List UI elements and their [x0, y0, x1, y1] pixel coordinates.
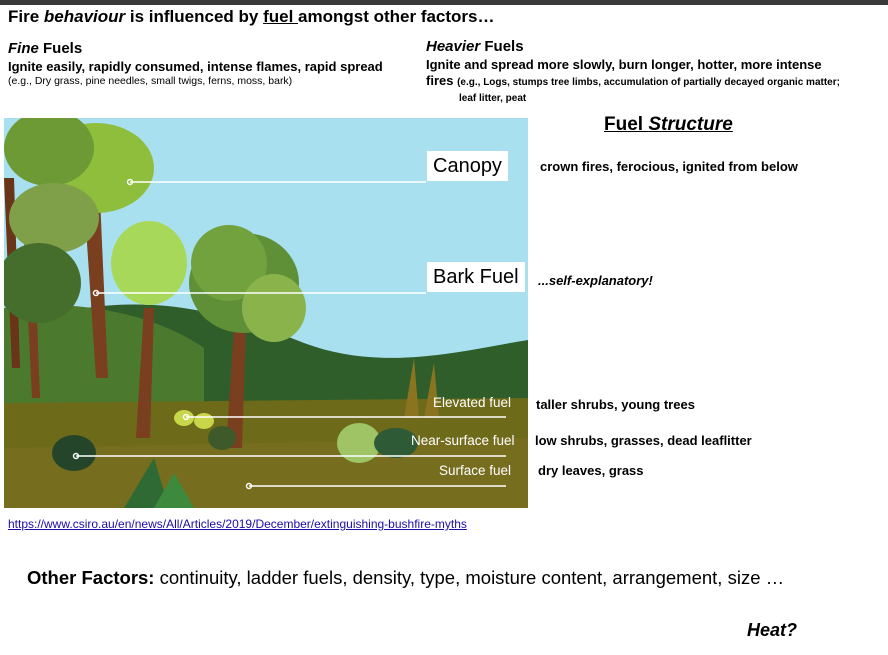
source-link[interactable]: https://www.csiro.au/en/news/All/Article… — [8, 517, 467, 531]
fine-fuels-section: Fine Fuels Ignite easily, rapidly consum… — [8, 40, 418, 88]
elevated-fuel-label: Elevated fuel — [433, 395, 512, 410]
bark-fuel-label: Bark Fuel — [427, 262, 525, 292]
bark-fuel-description: ...self-explanatory! — [538, 273, 653, 288]
heavier-desc-line1: Ignite and spread more slowly, burn long… — [426, 57, 822, 72]
near-surface-fuel-label: Near-surface fuel — [411, 433, 515, 448]
heavier-fuels-section: Heavier Fuels Ignite and spread more slo… — [426, 38, 876, 107]
fuel-structure-heading: Fuel Structure — [604, 114, 733, 135]
top-border — [0, 0, 888, 5]
elevated-fuel-description: taller shrubs, young trees — [536, 397, 695, 412]
page-title: Fire behaviour is influenced by fuel amo… — [8, 7, 495, 26]
heat-question: Heat? — [747, 620, 798, 640]
near-surface-fuel-description: low shrubs, grasses, dead leaflitter — [535, 433, 752, 448]
other-factors: Other Factors: continuity, ladder fuels,… — [27, 567, 785, 588]
fine-fuels-heading: Fine Fuels — [8, 40, 83, 57]
fine-fuels-description: Ignite easily, rapidly consumed, intense… — [8, 59, 383, 74]
surface-fuel-description: dry leaves, grass — [538, 463, 644, 478]
surface-fuel-label: Surface fuel — [439, 463, 512, 478]
fuel-structure-illustration — [4, 118, 528, 508]
canopy-description: crown fires, ferocious, ignited from bel… — [540, 159, 798, 174]
heavier-desc-line2: fires (e.g., Logs, stumps tree limbs, ac… — [426, 73, 840, 88]
heavier-fuels-description: Ignite and spread more slowly, burn long… — [426, 57, 876, 107]
fine-fuels-examples: (e.g., Dry grass, pine needles, small tw… — [8, 75, 293, 87]
canopy-label: Canopy — [427, 151, 508, 181]
heavier-fuels-heading: Heavier Fuels — [426, 38, 524, 55]
heavier-desc-line3: leaf litter, peat — [459, 93, 527, 104]
